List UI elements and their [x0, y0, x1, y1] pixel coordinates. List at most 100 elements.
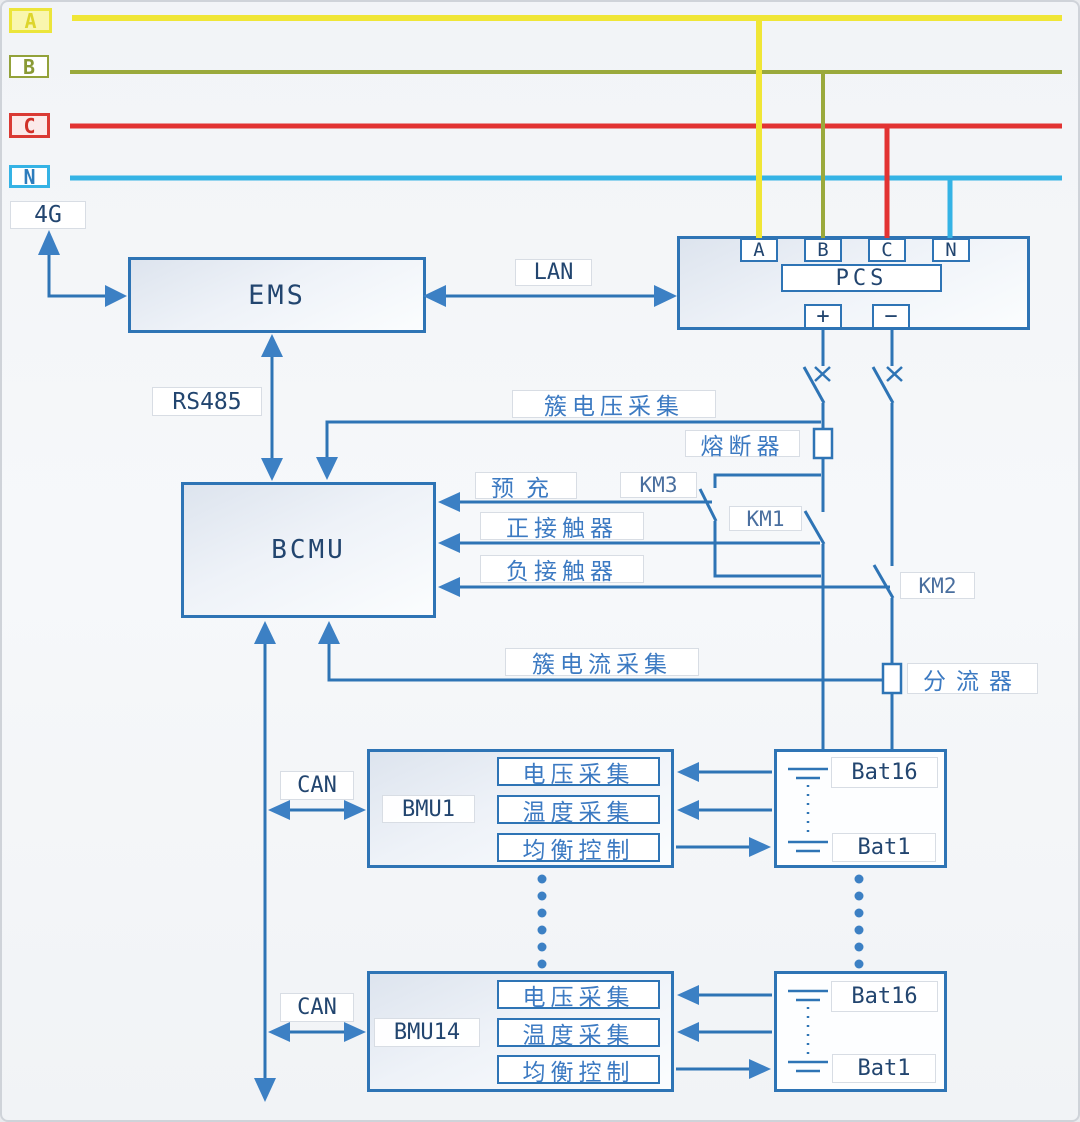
negative-contactor-chip: 负接触器 — [480, 555, 644, 585]
pcs-terminal-a: A — [740, 238, 778, 262]
rs485-label: RS485 — [172, 388, 242, 415]
bmu14-name-label: BMU14 — [393, 1020, 461, 1045]
positive-disconnect-switch — [802, 366, 826, 404]
bmu14-voltage-box: 电压采集 — [497, 980, 660, 1011]
rs485-chip: RS485 — [152, 387, 262, 416]
km2-chip: KM2 — [900, 572, 975, 599]
km1-label: KM1 — [746, 506, 785, 531]
pcs-terminal-c-label: C — [881, 239, 893, 261]
dc-negative-branch — [871, 330, 903, 749]
bmu14-voltage-label: 电压采集 — [522, 984, 635, 1011]
ems-box: EMS — [128, 257, 426, 333]
pack1-bat16-box: Bat16 — [831, 757, 938, 788]
pcs-terminal-plus: + — [804, 304, 842, 329]
bmu1-temperature-label: 温度采集 — [522, 799, 635, 826]
negative-contactor-label: 负接触器 — [506, 559, 618, 585]
can-label-1: CAN — [297, 773, 337, 798]
modem-link — [38, 230, 127, 307]
phase-b-label: B — [22, 54, 36, 79]
bmu1-name-box: BMU1 — [382, 795, 475, 823]
bmu14-temperature-box: 温度采集 — [497, 1018, 660, 1049]
ems-label: EMS — [248, 279, 306, 311]
battery-symbol-pack2 — [788, 989, 828, 1073]
phase-c-label: C — [23, 113, 36, 138]
lan-link — [423, 285, 677, 307]
negative-contactor-line — [438, 577, 890, 597]
pack2-bat16-label: Bat16 — [851, 984, 918, 1009]
precharge-label: 预充 — [491, 475, 561, 502]
pack2-bat16-box: Bat16 — [831, 981, 938, 1012]
can-chip-2: CAN — [280, 993, 354, 1022]
precharge-chip: 预充 — [475, 472, 577, 502]
pack1-bat1-box: Bat1 — [832, 833, 936, 862]
positive-contactor-line — [438, 533, 820, 553]
phase-b-legend: B — [9, 54, 49, 79]
pcs-terminal-minus: − — [872, 304, 910, 329]
bmu1-balance-label: 均衡控制 — [522, 837, 635, 864]
phase-a-label: A — [24, 8, 37, 33]
cluster-current-chip: 簇电流采集 — [505, 648, 699, 678]
battery-symbol-pack1 — [788, 767, 828, 853]
bcmu-box: BCMU — [181, 482, 436, 618]
dc-positive-branch — [802, 330, 834, 749]
lan-chip: LAN — [515, 259, 592, 286]
fuse-symbol — [812, 427, 834, 460]
km2-label: KM2 — [918, 573, 957, 598]
pcs-terminal-plus-label: + — [816, 304, 830, 329]
bcmu-label: BCMU — [271, 535, 346, 565]
phase-bus-lines — [70, 15, 1062, 239]
bmu14-name-box: BMU14 — [374, 1018, 480, 1047]
bmu1-balance-box: 均衡控制 — [497, 833, 660, 864]
pcs-terminal-b-label: B — [817, 239, 829, 261]
km3-chip: KM3 — [620, 472, 697, 498]
km1-switch — [803, 510, 826, 545]
pcs-terminal-n-label: N — [945, 239, 957, 261]
cluster-voltage-chip: 簇电压采集 — [512, 390, 716, 420]
phase-n-legend: N — [9, 164, 50, 189]
cluster-current-line — [318, 621, 883, 682]
pcs-terminal-c: C — [868, 238, 906, 262]
pcs-name-box: PCS — [781, 264, 942, 292]
positive-contactor-chip: 正接触器 — [480, 512, 644, 542]
fuse-chip: 熔断器 — [685, 430, 800, 460]
shunt-symbol — [881, 662, 903, 695]
precharge-line — [438, 492, 712, 512]
bmu1-voltage-label: 电压采集 — [522, 761, 635, 788]
km3-switch — [698, 488, 718, 522]
positive-contactor-label: 正接触器 — [506, 516, 618, 542]
bmu1-battery-links — [676, 762, 772, 857]
km3-precharge-branch — [698, 473, 821, 578]
can-bus — [254, 621, 366, 1102]
pack2-bat1-label: Bat1 — [857, 1056, 911, 1081]
km2-switch — [872, 564, 895, 599]
can-chip-1: CAN — [280, 771, 354, 800]
shunt-chip: 分流器 — [907, 663, 1038, 695]
negative-disconnect-switch — [871, 366, 895, 404]
bmu1-temperature-box: 温度采集 — [497, 795, 660, 826]
bmu14-balance-label: 均衡控制 — [522, 1059, 635, 1086]
shunt-label: 分流器 — [923, 668, 1022, 695]
can-label-2: CAN — [297, 995, 337, 1020]
pcs-terminal-minus-label: − — [884, 304, 898, 329]
bmu14-battery-links — [676, 985, 772, 1079]
bmu14-temperature-label: 温度采集 — [522, 1022, 635, 1049]
phase-n-label: N — [23, 164, 36, 189]
modem-4g-label: 4G — [34, 202, 62, 228]
bmu1-name-label: BMU1 — [402, 796, 455, 822]
fuse-label: 熔断器 — [700, 433, 785, 460]
pcs-terminal-n: N — [932, 238, 970, 262]
pack2-bat1-box: Bat1 — [832, 1054, 936, 1083]
cluster-current-label: 簇电流采集 — [532, 652, 672, 678]
lan-label: LAN — [533, 260, 574, 285]
continuation-dots — [537, 874, 864, 969]
pack1-bat1-label: Bat1 — [857, 835, 911, 860]
cluster-voltage-label: 簇电压采集 — [544, 394, 684, 420]
bmu14-balance-box: 均衡控制 — [497, 1055, 660, 1086]
rs485-link — [261, 334, 283, 481]
cluster-voltage-line — [316, 420, 821, 480]
pcs-terminal-b: B — [804, 238, 842, 262]
modem-4g-box: 4G — [10, 201, 86, 229]
pack1-bat16-label: Bat16 — [851, 760, 918, 785]
